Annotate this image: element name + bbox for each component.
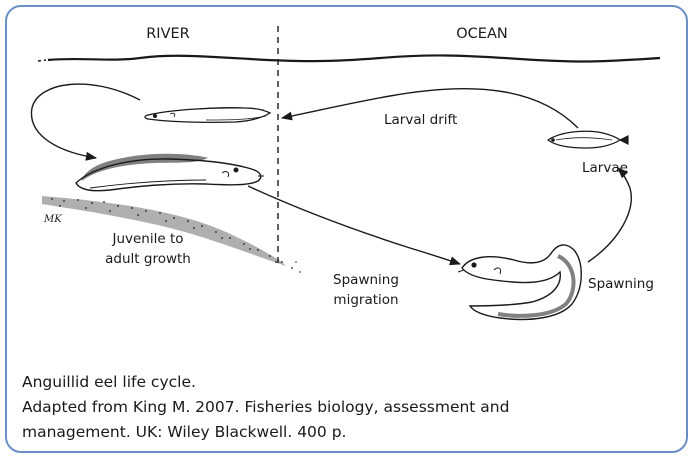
- spawning-migration-arrow: [248, 186, 460, 264]
- artist-initials: MK: [43, 214, 62, 225]
- river-label: RIVER: [146, 26, 190, 42]
- figure-caption: Anguillid eel life cycle. Adapted from K…: [22, 370, 682, 445]
- larvae-to-juvenile-arrow: [32, 84, 140, 158]
- juvenile-growth-label-line2: adult growth: [105, 251, 191, 267]
- larvae-label: Larvae: [582, 160, 628, 176]
- larval-drift-label: Larval drift: [384, 112, 457, 128]
- juvenile-growth-label-line1: Juvenile to: [111, 231, 183, 247]
- water-surface-line: [48, 55, 660, 61]
- spawning-to-larvae-arrow: [588, 168, 631, 262]
- leptocephalus-larva-illustration: [548, 131, 628, 148]
- adult-eel-river-illustration: [76, 154, 264, 190]
- caption-source-line1: Adapted from King M. 2007. Fisheries bio…: [22, 395, 682, 420]
- spawning-migration-label-line1: Spawning: [333, 272, 399, 288]
- spawning-migration-label-line2: migration: [333, 292, 398, 308]
- eel-life-cycle-diagram: RIVER OCEAN MK: [0, 0, 697, 340]
- glass-eel-illustration: [145, 108, 270, 123]
- caption-source-line2: management. UK: Wiley Blackwell. 400 p.: [22, 420, 682, 445]
- caption-title: Anguillid eel life cycle.: [22, 370, 682, 395]
- spawning-label: Spawning: [588, 276, 654, 292]
- ocean-label: OCEAN: [456, 26, 507, 42]
- spawning-eel-illustration: [458, 245, 581, 320]
